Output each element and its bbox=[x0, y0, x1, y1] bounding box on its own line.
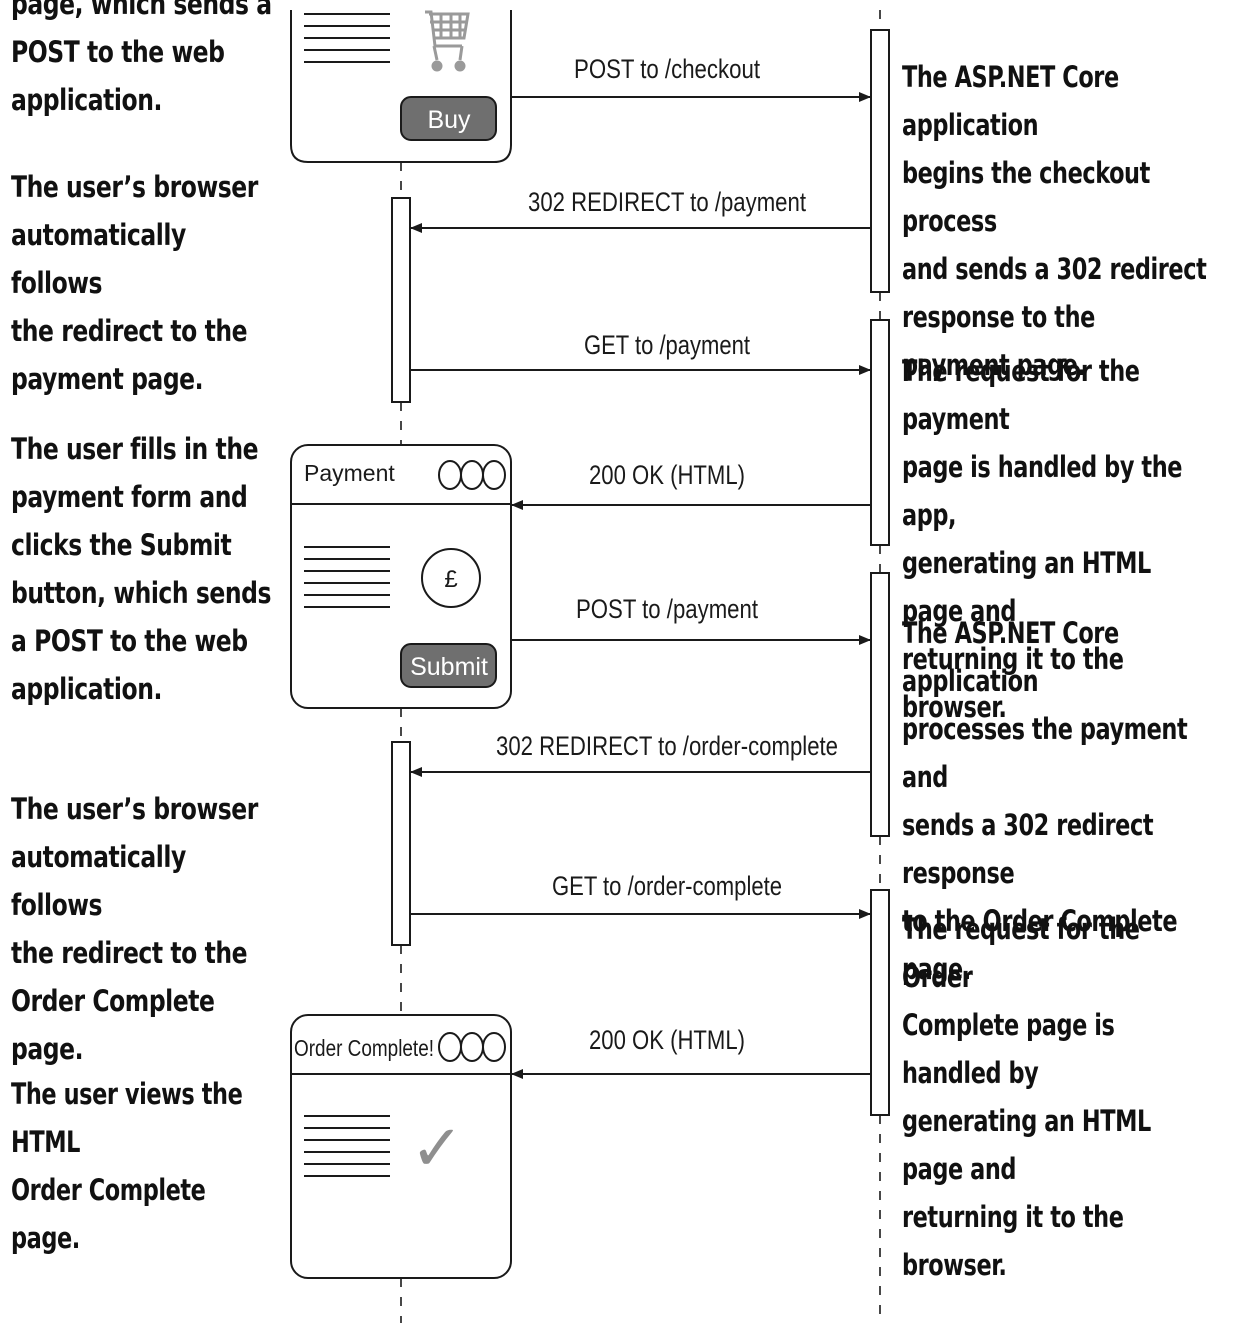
message-label: 302 REDIRECT to /payment bbox=[528, 187, 806, 217]
server-activation-bar bbox=[870, 572, 890, 837]
pound-coin-icon: £ bbox=[421, 548, 481, 608]
submit-button[interactable]: Submit bbox=[400, 643, 497, 688]
browser-activation-bar bbox=[391, 741, 411, 946]
message-label: POST to /checkout bbox=[574, 54, 760, 84]
text-lines-icon bbox=[304, 13, 390, 63]
server-activation-bar bbox=[870, 889, 890, 1116]
text-lines-icon bbox=[304, 546, 390, 608]
payment-window-title: Payment bbox=[304, 460, 395, 486]
right-note-process-payment: The ASP.NET Core application processes t… bbox=[902, 616, 1188, 986]
message-label: GET to /payment bbox=[584, 330, 750, 360]
shopping-cart-icon bbox=[425, 10, 470, 72]
right-note-payment-request: The request for the payment page is hand… bbox=[902, 354, 1183, 724]
buy-button-label: Buy bbox=[427, 106, 471, 134]
message-label: 302 REDIRECT to /order-complete bbox=[496, 731, 838, 761]
text-lines-icon bbox=[304, 1115, 390, 1177]
order-complete-window-title: Order Complete! bbox=[294, 1035, 434, 1061]
submit-button-label: Submit bbox=[410, 653, 488, 681]
message-label: 200 OK (HTML) bbox=[589, 460, 745, 490]
left-note-view-order: The user views the HTML Order Complete p… bbox=[11, 1077, 243, 1255]
right-note-checkout: The ASP.NET Core application begins the … bbox=[902, 60, 1207, 382]
left-note-fill-payment: The user fills in the payment form and c… bbox=[11, 432, 272, 706]
payment-browser-window: Payment £ Submit bbox=[290, 444, 512, 709]
left-note-follow-payment: The user’s browser automatically follows… bbox=[11, 170, 258, 396]
message-label: POST to /payment bbox=[576, 594, 758, 624]
pound-symbol: £ bbox=[444, 566, 457, 593]
window-controls-icon bbox=[438, 1032, 506, 1062]
server-activation-bar bbox=[870, 319, 890, 546]
left-note-post-checkout: page, which sends a POST to the web appl… bbox=[11, 0, 272, 117]
window-controls-icon bbox=[438, 460, 506, 490]
message-label: 200 OK (HTML) bbox=[589, 1025, 745, 1055]
message-label: GET to /order-complete bbox=[552, 871, 782, 901]
buy-button[interactable]: Buy bbox=[400, 96, 497, 141]
cart-browser-window: Buy bbox=[290, 10, 512, 163]
server-activation-bar bbox=[870, 29, 890, 293]
order-complete-browser-window: Order Complete! ✓ bbox=[290, 1014, 512, 1279]
browser-activation-bar bbox=[391, 197, 411, 403]
left-note-follow-order: The user’s browser automatically follows… bbox=[11, 792, 258, 1066]
checkmark-icon: ✓ bbox=[410, 1112, 464, 1184]
right-note-order-request: The request for the Order Complete page … bbox=[902, 912, 1151, 1282]
